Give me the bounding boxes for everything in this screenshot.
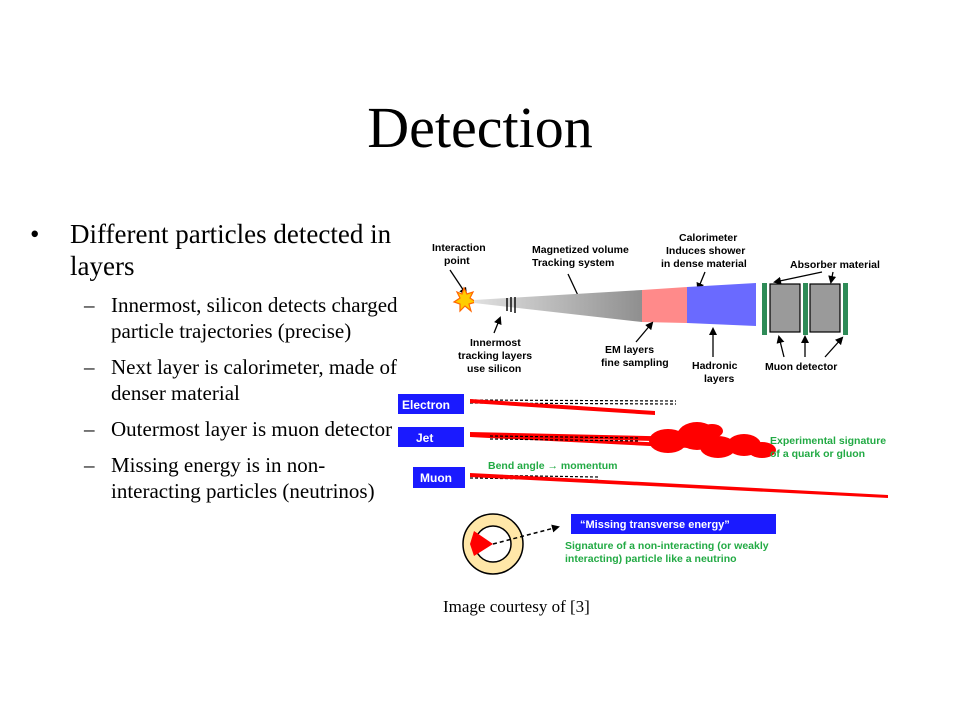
jet-signature-label: Experimental signature of a quark or glu…	[770, 435, 889, 460]
hadronic-layer	[687, 283, 756, 326]
calorimeter-label: Calorimeter Induces shower in dense mate…	[661, 232, 748, 270]
sub-bullet: – Outermost layer is muon detector	[84, 416, 400, 442]
arrow-absorber-1	[773, 271, 823, 285]
sub-bullet-list: – Innermost, silicon detects charged par…	[30, 292, 400, 504]
muon-tag: Muon	[413, 467, 465, 488]
arrow-calorimeter	[696, 271, 706, 291]
muon-label: Muon	[420, 471, 452, 485]
em-layer	[642, 287, 687, 323]
muon-track	[469, 473, 888, 498]
sub-bullet-text: Next layer is calorimeter, made of dense…	[111, 355, 398, 405]
main-bullet-text: Different particles detected in layers	[70, 219, 392, 281]
tracking-volume	[474, 290, 642, 322]
hadronic-layers-label: Hadronic layers	[692, 360, 740, 385]
bullet-marker: •	[30, 219, 40, 249]
image-credit: Image courtesy of [3]	[443, 597, 590, 616]
absorber-material-label: Absorber material	[790, 259, 880, 271]
sub-bullet-text: Missing energy is in non-interacting par…	[111, 453, 375, 503]
jet-shower	[470, 422, 776, 458]
sub-bullet-dash: –	[84, 293, 95, 317]
arrow-muon-1	[776, 335, 785, 358]
missing-energy-tag	[571, 514, 776, 534]
arrow-innermost	[493, 316, 502, 334]
magnetized-volume-label: Magnetized volume Tracking system	[532, 244, 632, 269]
main-bullet: • Different particles detected in layers	[30, 218, 400, 282]
em-layers-label: EM layers fine sampling	[601, 344, 669, 369]
silicon-layers	[506, 297, 516, 313]
bend-angle-label: Bend angle → momentum	[488, 460, 618, 472]
interaction-point-label: Interaction point	[432, 242, 489, 267]
bullet-list: • Different particles detected in layers…	[30, 218, 400, 514]
innermost-layers-label: Innermost tracking layers use silicon	[458, 337, 535, 375]
sub-bullet-dash: –	[84, 453, 95, 477]
missing-energy-label: “Missing transverse energy”	[580, 519, 730, 531]
arrow-em	[635, 321, 654, 343]
sub-bullet-dash: –	[84, 417, 95, 441]
missing-energy-ring	[462, 513, 560, 575]
sub-bullet: – Innermost, silicon detects charged par…	[84, 292, 400, 344]
muon-detector-label: Muon detector	[765, 361, 837, 373]
interaction-point-star	[452, 286, 478, 313]
sub-bullet: – Missing energy is in non-interacting p…	[84, 452, 400, 504]
arrow-absorber-2	[828, 271, 837, 284]
electron-track	[469, 399, 677, 415]
electron-tag: Electron	[398, 394, 464, 414]
arrow-muon-3	[824, 336, 844, 358]
sub-bullet-dash: –	[84, 355, 95, 379]
electron-label: Electron	[402, 398, 450, 412]
slide-title: Detection	[367, 95, 593, 160]
jet-tag: Jet	[398, 427, 464, 447]
sub-bullet-text: Outermost layer is muon detector	[111, 417, 393, 441]
missing-signature-label: Signature of a non-interacting (or weakl…	[565, 540, 772, 565]
sub-bullet: – Next layer is calorimeter, made of den…	[84, 354, 400, 406]
sub-bullet-text: Innermost, silicon detects charged parti…	[111, 293, 398, 343]
muon-system	[762, 283, 848, 335]
jet-label: Jet	[416, 431, 433, 445]
